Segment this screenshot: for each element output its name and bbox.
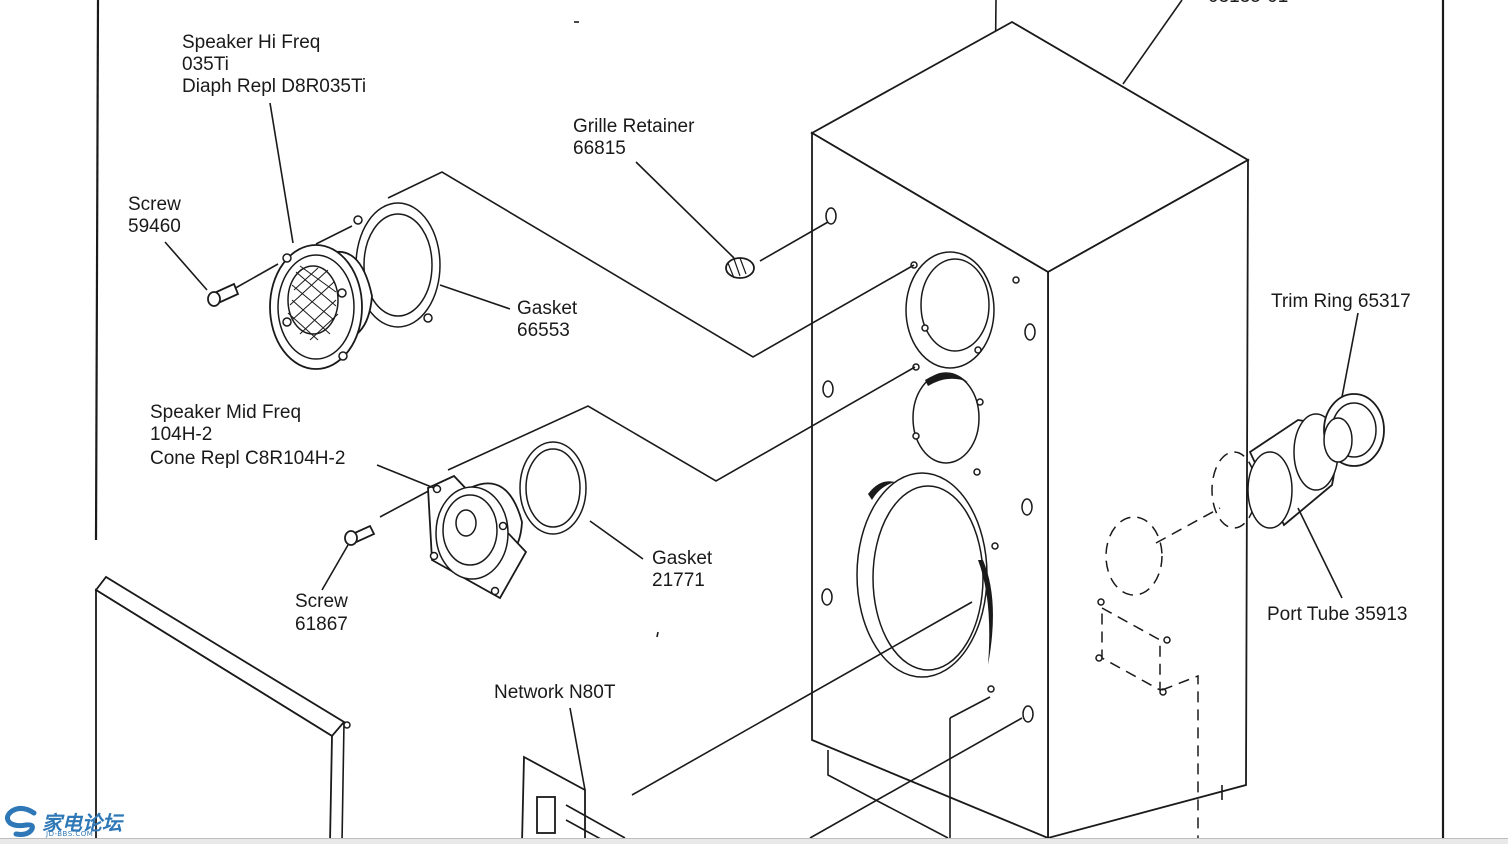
grille-frame xyxy=(94,575,351,843)
callout-speaker-mid-freq: Speaker Mid Freq 104H-2 Cone Repl C8R104… xyxy=(150,402,345,469)
watermark-subtext: JD-BBS.COM xyxy=(46,830,94,838)
hi-freq-replacement: Diaph Repl D8R035Ti xyxy=(182,76,366,97)
gasket-mid-title: Gasket xyxy=(652,548,713,569)
tweeter-assembly xyxy=(207,171,915,370)
hi-freq-title: Speaker Hi Freq xyxy=(182,32,320,53)
hi-freq-model: 035Ti xyxy=(182,54,229,75)
callout-network: Network N80T xyxy=(494,682,616,703)
screw-hi-part: 59460 xyxy=(128,216,181,237)
page-frame xyxy=(94,0,1445,838)
baffle-openings xyxy=(856,251,995,678)
cabinet-part-number-cut: 03135-01 xyxy=(1208,0,1288,7)
mid-freq-replacement: Cone Repl C8R104H-2 xyxy=(150,448,345,469)
screw-mid-part: 61867 xyxy=(295,614,348,635)
leader-lines xyxy=(164,102,1359,791)
callout-grille-retainer: Grille Retainer 66815 xyxy=(573,116,695,159)
callout-screw-mid: Screw 61867 xyxy=(295,591,348,635)
bottom-scroll-edge xyxy=(0,838,1508,844)
callout-gasket-mid: Gasket 21771 xyxy=(652,548,713,591)
watermark-text: 家电论坛 xyxy=(42,811,122,835)
port-tube-title: Port Tube 35913 xyxy=(1267,604,1408,625)
callout-trim-ring: Trim Ring 65317 xyxy=(1271,291,1411,312)
callout-port-tube: Port Tube 35913 xyxy=(1267,604,1408,625)
midrange-assembly xyxy=(344,366,916,600)
screw-mid-title: Screw xyxy=(295,591,348,612)
callout-gasket-hi: Gasket 66553 xyxy=(517,298,578,341)
baffle-screw-holes xyxy=(821,207,1036,723)
gasket-hi-title: Gasket xyxy=(517,298,578,319)
network-title: Network N80T xyxy=(494,682,616,703)
gasket-mid-part: 21771 xyxy=(652,570,705,591)
callout-screw-hi: Screw 59460 xyxy=(128,194,181,237)
port-assembly xyxy=(1155,393,1385,544)
screw-hi-title: Screw xyxy=(128,194,181,215)
network-and-woofer-leaders xyxy=(521,601,1023,843)
scan-specks xyxy=(574,21,659,638)
gasket-hi-part: 66553 xyxy=(517,320,570,341)
callout-speaker-hi-freq: Speaker Hi Freq 035Ti Diaph Repl D8R035T… xyxy=(182,32,366,97)
mid-freq-model: 104H-2 xyxy=(150,424,212,445)
mid-freq-title: Speaker Mid Freq xyxy=(150,402,301,423)
grille-retainer-part: 66815 xyxy=(573,138,626,159)
trim-ring-title: Trim Ring 65317 xyxy=(1271,291,1411,312)
grille-retainer-title: Grille Retainer xyxy=(573,116,695,137)
swirl-icon xyxy=(4,805,37,837)
